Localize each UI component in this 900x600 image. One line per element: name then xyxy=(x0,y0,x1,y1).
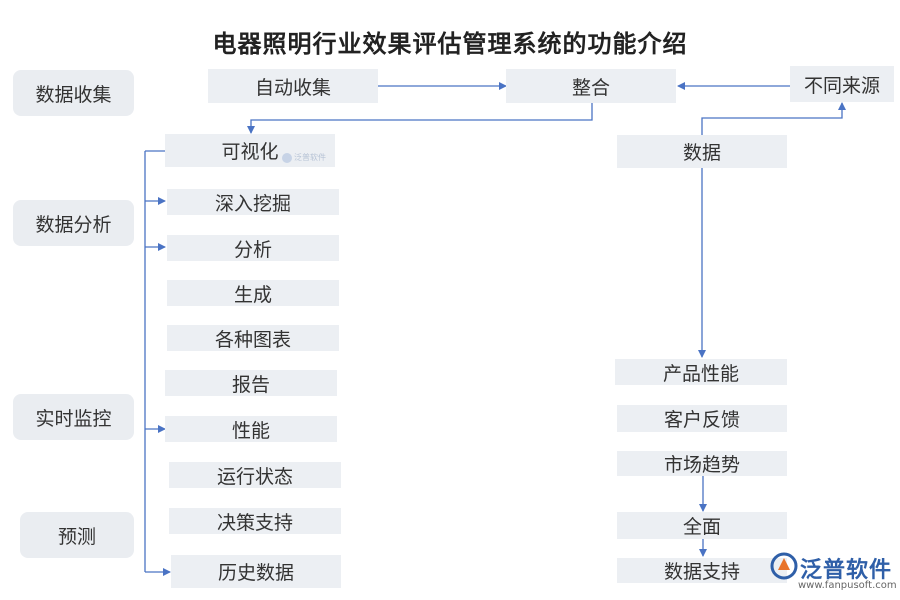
node-data-support: 数据支持 xyxy=(617,558,787,583)
node-various-charts: 各种图表 xyxy=(167,325,339,351)
brand-logo: 泛普软件 www.fanpusoft.com xyxy=(770,550,897,596)
brand-url: www.fanpusoft.com xyxy=(798,580,897,591)
node-integrate: 整合 xyxy=(506,69,676,103)
node-visualization: 可视化 xyxy=(165,134,335,167)
node-comprehensive: 全面 xyxy=(617,512,787,539)
node-generate: 生成 xyxy=(167,280,339,306)
node-report: 报告 xyxy=(165,370,337,396)
node-product-performance: 产品性能 xyxy=(615,359,787,385)
node-market-trend: 市场趋势 xyxy=(617,451,787,476)
node-decision-support: 决策支持 xyxy=(169,508,341,534)
node-auto-collect: 自动收集 xyxy=(208,69,378,103)
category-forecast: 预测 xyxy=(20,512,134,558)
node-running-status: 运行状态 xyxy=(169,462,341,488)
brand-name: 泛普软件 xyxy=(800,558,893,583)
node-analysis: 分析 xyxy=(167,235,339,261)
node-performance: 性能 xyxy=(165,416,337,442)
node-deep-mining: 深入挖掘 xyxy=(167,189,339,215)
watermark-logo-icon xyxy=(282,152,292,163)
category-data-analysis: 数据分析 xyxy=(13,200,134,246)
watermark-text: 泛普软件 xyxy=(294,153,326,162)
node-data: 数据 xyxy=(617,135,787,168)
watermark: 泛普软件 xyxy=(282,152,326,163)
node-different-sources: 不同来源 xyxy=(790,66,894,102)
category-data-collection: 数据收集 xyxy=(13,70,134,116)
node-historical-data: 历史数据 xyxy=(171,555,341,588)
brand-logo-icon xyxy=(770,552,798,580)
page-title: 电器照明行业效果评估管理系统的功能介绍 xyxy=(212,30,688,58)
category-realtime-monitoring: 实时监控 xyxy=(13,394,134,440)
node-customer-feedback: 客户反馈 xyxy=(617,405,787,432)
